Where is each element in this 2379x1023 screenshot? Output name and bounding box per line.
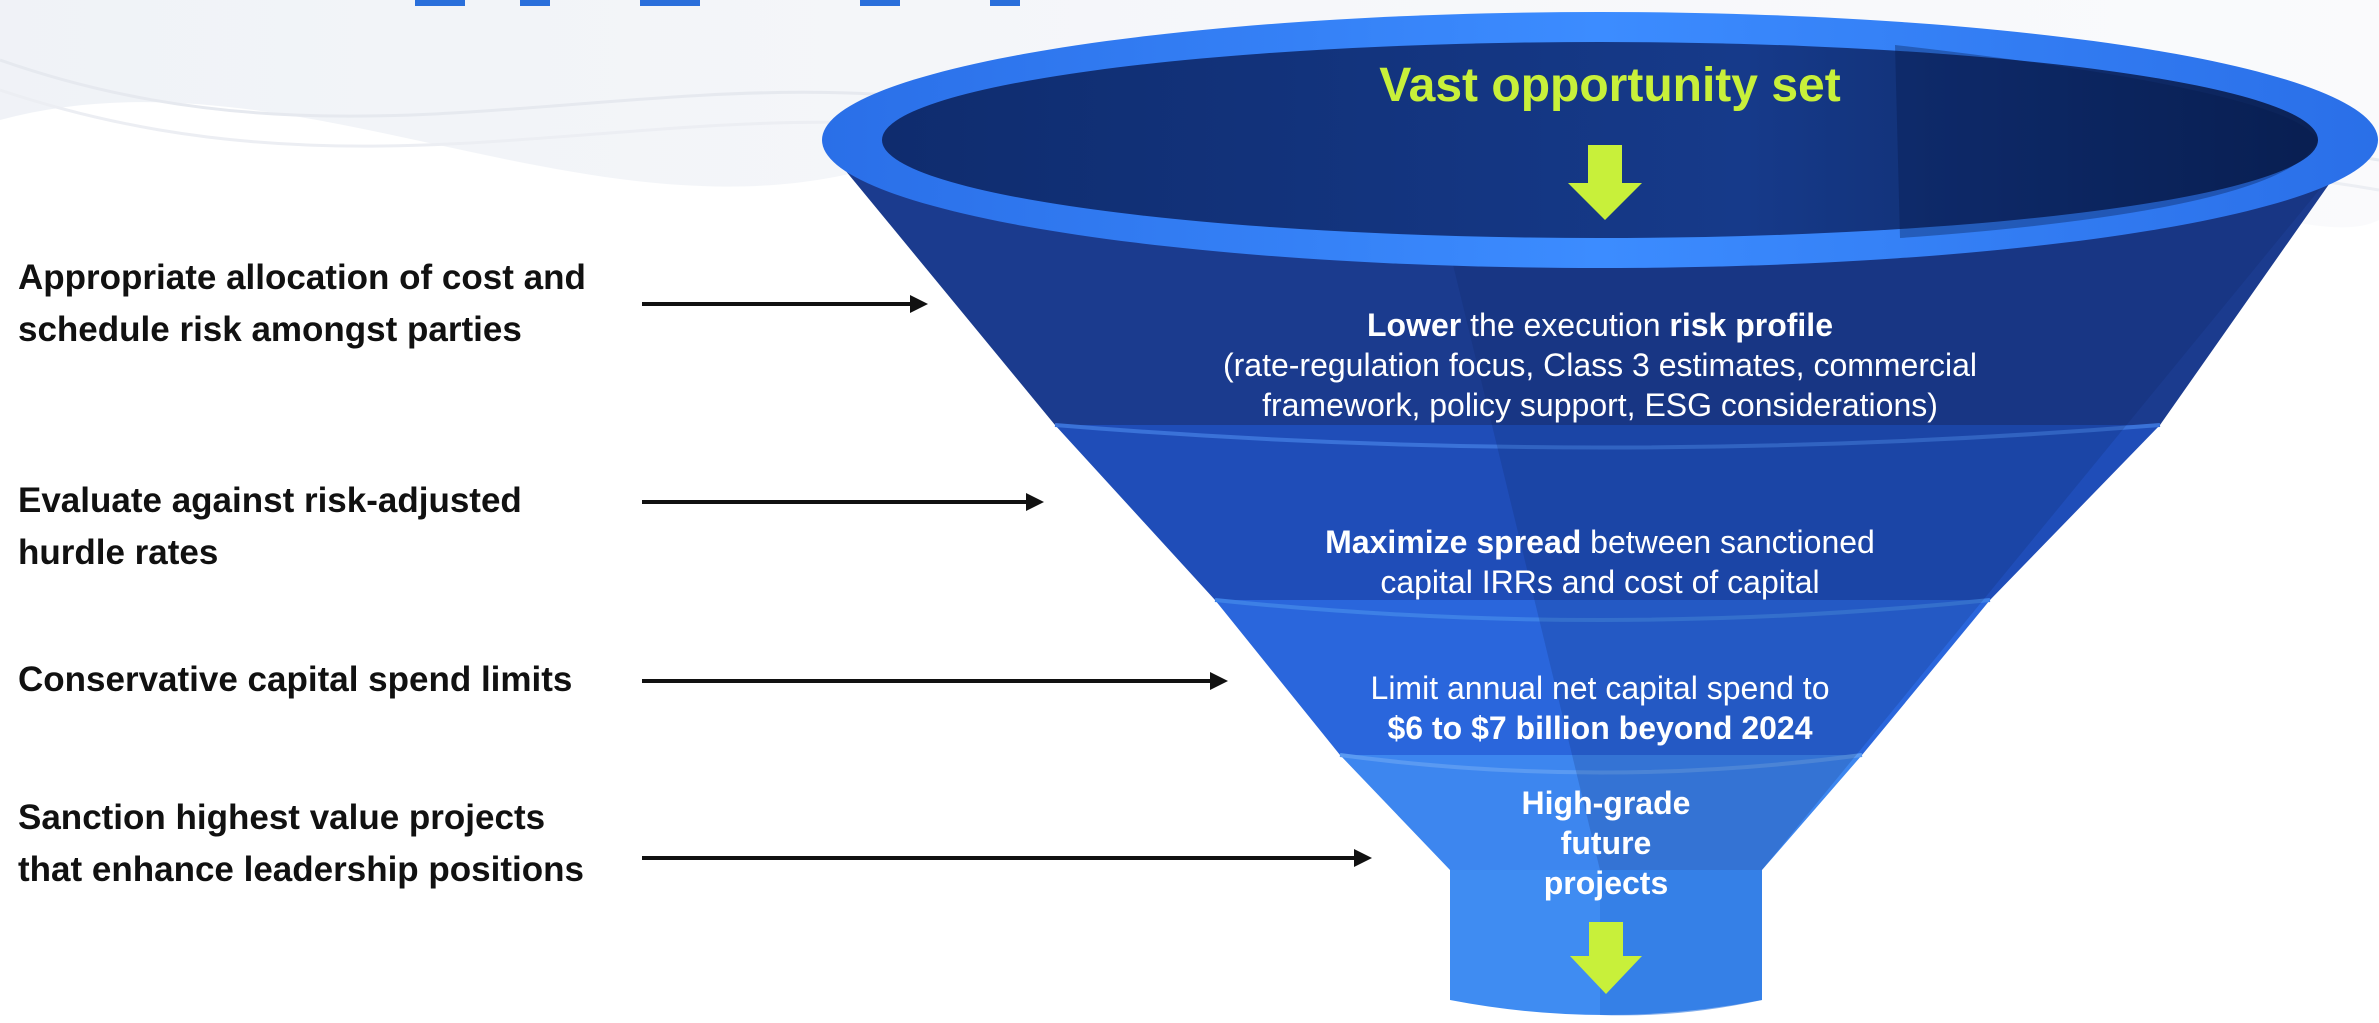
funnel-stage-3-text: Limit annual net capital spend to $6 to …	[1300, 668, 1900, 748]
criteria-3-arrow	[642, 672, 1228, 690]
funnel-band-4	[1340, 755, 1862, 870]
criteria-4-line-1: Sanction highest value projects	[18, 798, 546, 837]
criteria-label-4: Sanction highest value projects that enh…	[18, 792, 584, 896]
criteria-2-arrow	[642, 493, 1044, 511]
criteria-2-line-2: hurdle rates	[18, 533, 219, 572]
funnel-top-label: Vast opportunity set	[1379, 59, 1841, 112]
criteria-2-line-1: Evaluate against risk-adjusted	[18, 481, 522, 520]
criteria-1-arrow	[642, 295, 928, 313]
stage-2-line-2: capital IRRs and cost of capital	[1380, 564, 1820, 600]
funnel-band-3	[1215, 600, 1990, 755]
funnel-stage-4-text: High-grade future projects	[1450, 783, 1762, 903]
stage-1-line-2: (rate-regulation focus, Class 3 estimate…	[1222, 347, 1978, 383]
criteria-label-1: Appropriate allocation of cost and sched…	[18, 252, 586, 356]
stage-2-bold: Maximize spread	[1325, 524, 1582, 560]
stage-4-line-3: projects	[1543, 865, 1669, 901]
stage-1-bold-a: Lower	[1367, 307, 1462, 343]
down-arrow-icon	[1568, 145, 1642, 220]
stage-4-line-2: future	[1560, 825, 1652, 861]
criteria-1-line-1: Appropriate allocation of cost and	[18, 258, 586, 297]
funnel-band-2	[1055, 425, 2160, 600]
stage-1-text-a: the execution	[1461, 307, 1670, 343]
stage-3-bold: $6 to $7 billion beyond 2024	[1387, 710, 1813, 746]
criteria-4-arrow	[642, 849, 1372, 867]
header-title-strip	[0, 0, 1200, 14]
criteria-1-line-2: schedule risk amongst parties	[18, 310, 522, 349]
stage-1-line-3: framework, policy support, ESG considera…	[1262, 387, 1938, 423]
stage-4-line-1: High-grade	[1521, 785, 1691, 821]
criteria-label-3: Conservative capital spend limits	[18, 654, 572, 706]
down-arrow-icon	[1570, 922, 1642, 994]
criteria-4-line-2: that enhance leadership positions	[18, 850, 584, 889]
stage-2-text: between sanctioned	[1581, 524, 1875, 560]
stage-1-bold-b: risk profile	[1669, 307, 1833, 343]
criteria-label-2: Evaluate against risk-adjusted hurdle ra…	[18, 475, 522, 579]
stage-3-line-1: Limit annual net capital spend to	[1370, 670, 1830, 706]
funnel-stage-1-text: Lower the execution risk profile (rate-r…	[1160, 305, 2040, 425]
criteria-3-line-1: Conservative capital spend limits	[18, 660, 573, 699]
funnel-stage-2-text: Maximize spread between sanctioned capit…	[1240, 522, 1960, 602]
